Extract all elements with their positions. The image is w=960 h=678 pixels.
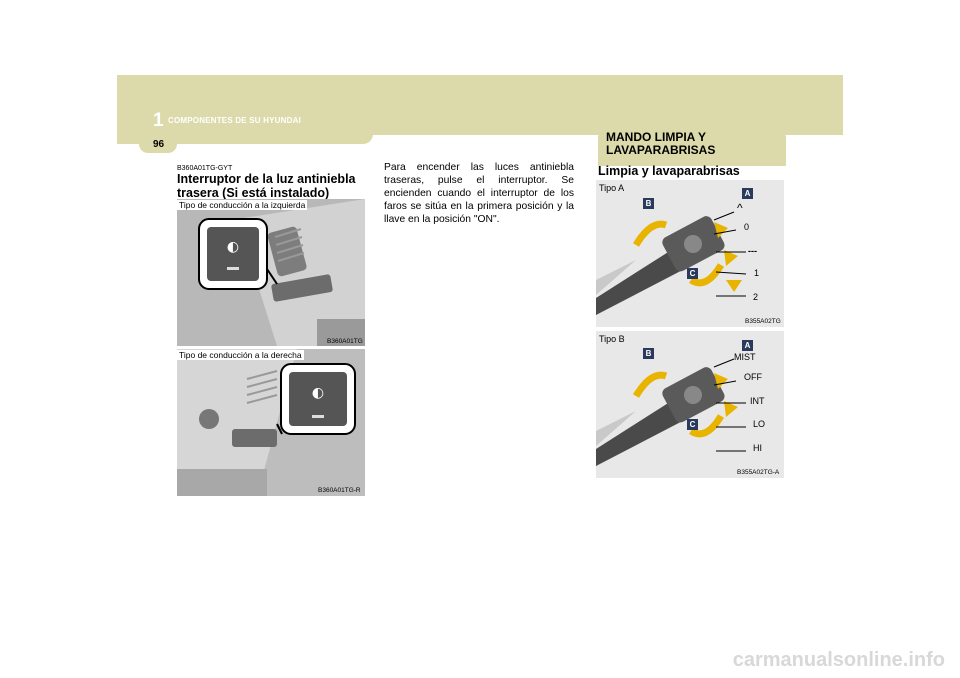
- wiper-stalk-a: [596, 180, 784, 327]
- fig-b-pos-mist: MIST: [734, 352, 756, 362]
- photo2-code: B360A01TG-R: [318, 487, 361, 494]
- figure-type-a: [596, 180, 784, 327]
- section-tab: [598, 126, 786, 166]
- dashboard-illustration-rhd: ◐: [177, 349, 365, 496]
- fig-a-pos-lo: 1: [754, 268, 760, 278]
- fig-a-badge-c: C: [687, 268, 698, 279]
- photo2-caption: Tipo de conducción a la derecha: [177, 350, 304, 360]
- section-title: MANDO LIMPIA Y LAVAPARABRISAS: [606, 130, 716, 157]
- fig-b-badge-a: A: [742, 340, 753, 351]
- svg-text:◐: ◐: [312, 385, 324, 401]
- watermark: carmanualsonline.info: [732, 649, 945, 671]
- chapter-title: COMPONENTES DE SU HYUNDAI: [168, 116, 302, 125]
- fig-b-pos-lo: LO: [753, 419, 766, 429]
- photo1-code: B360A01TG: [327, 338, 363, 345]
- fig-b-pos-hi: HI: [753, 443, 762, 453]
- fig-b-label: Tipo B: [599, 334, 625, 344]
- fig-b-code: B355A02TG-A: [737, 469, 780, 476]
- header-band: [117, 75, 843, 135]
- page-number: 96: [153, 139, 165, 150]
- subheading: Limpia y lavaparabrisas: [598, 164, 740, 178]
- figure-type-b: [596, 331, 784, 478]
- fig-b-badge-b: B: [643, 348, 654, 359]
- page-number-tab: [139, 137, 177, 153]
- chapter-number: 1: [153, 110, 164, 131]
- fig-a-pos-off: 0: [744, 222, 750, 232]
- dashboard-illustration: ◐: [177, 199, 365, 346]
- photo-right-drive: ◐: [177, 349, 365, 496]
- fig-b-badge-c: C: [687, 419, 698, 430]
- fig-b-pos-int: INT: [750, 396, 765, 406]
- svg-text:◐: ◐: [227, 239, 239, 255]
- body-paragraph: Para encender las luces antiniebla trase…: [384, 162, 574, 225]
- fig-b-pos-off: OFF: [744, 372, 762, 382]
- fig-a-badge-a: A: [742, 188, 753, 199]
- wiper-stalk-b: [596, 331, 784, 478]
- fig-a-pos-int: ---: [748, 246, 757, 256]
- section-code: B360A01TG-GYT: [177, 165, 233, 172]
- fig-a-pos-hi: 2: [753, 292, 759, 302]
- photo1-caption: Tipo de conducción a la izquierda: [177, 200, 308, 210]
- section-heading: Interruptor de la luz antiniebla trasera…: [177, 172, 356, 200]
- fig-a-code: B355A02TG: [745, 318, 781, 325]
- fig-a-label: Tipo A: [599, 183, 625, 193]
- photo-left-drive: ◐: [177, 199, 365, 346]
- fig-a-badge-b: B: [643, 198, 654, 209]
- fig-a-pos-mist: ^: [737, 201, 743, 215]
- header-band-tab: [117, 134, 373, 144]
